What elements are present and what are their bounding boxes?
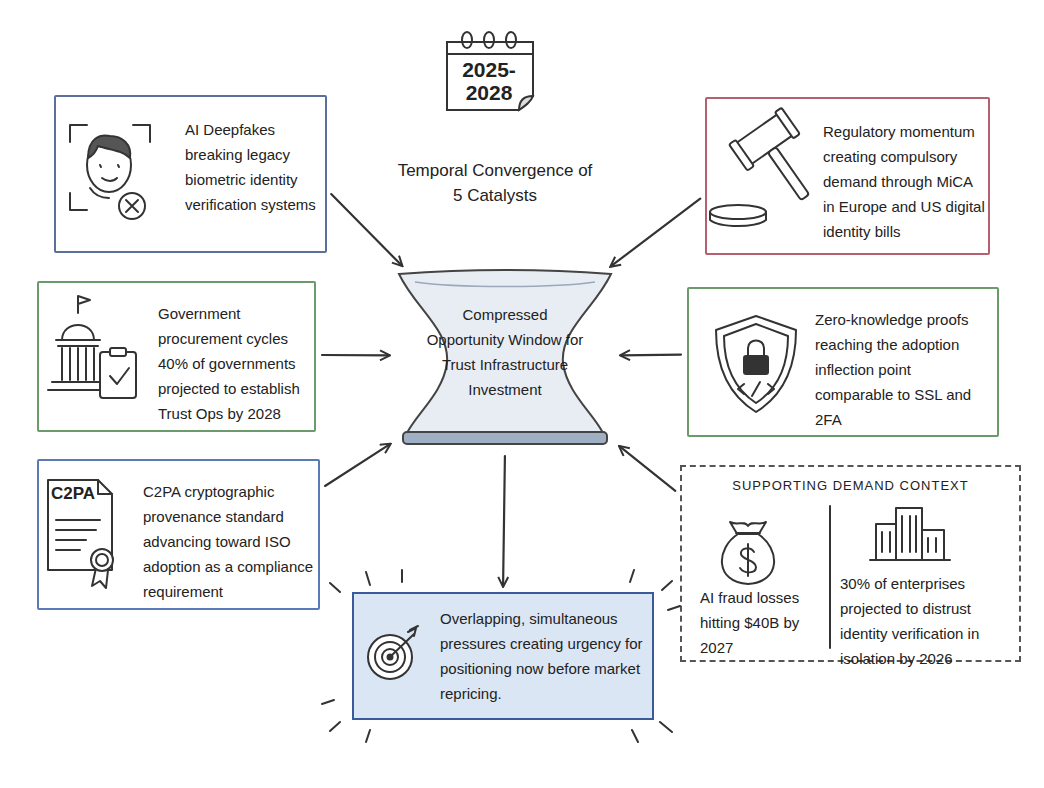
calendar-ring [484, 32, 494, 48]
node-text: Regulatory momentum creating compulsory … [823, 119, 985, 244]
catalyst-box: AI Deepfakes breaking legacy biometric i… [54, 95, 327, 253]
hourglass-base [403, 432, 607, 444]
node-text: Temporal Convergence of 5 Catalysts [395, 158, 595, 208]
hourglass-body [399, 270, 611, 433]
connector-arrow [621, 353, 681, 356]
context-box: SUPPORTING DEMAND CONTEXT AI fraud losses… [680, 465, 1021, 662]
catalyst-box: Regulatory momentum creating compulsory … [705, 97, 990, 255]
calendar-band [447, 53, 533, 55]
hourglass-node: Compressed Opportunity Window for Trust … [395, 268, 615, 450]
hourglass-rim [415, 282, 595, 287]
calendar-ring [506, 32, 516, 48]
node-heading: 2025- 2028 [449, 58, 529, 104]
node-text: Overlapping, simultaneous pressures crea… [440, 606, 646, 706]
connector-arrow [322, 354, 389, 357]
connector-arrow [611, 199, 700, 267]
node-text: 30% of enterprises projected to distrust… [840, 571, 1016, 671]
node-text: Zero-knowledge proofs reaching the adopt… [815, 307, 993, 432]
connector-arrow [325, 444, 390, 486]
node-text: C2PA cryptographic provenance standard a… [143, 479, 315, 604]
connector-arrow [331, 194, 402, 265]
connector-arrow [503, 456, 505, 586]
burst-lines [322, 570, 680, 742]
outcome-box: Overlapping, simultaneous pressures crea… [352, 592, 654, 720]
node-text: Compressed Opportunity Window for Trust … [423, 302, 587, 402]
node-text: AI fraud losses hitting $40B by 2027 [700, 585, 828, 660]
node-text: AI Deepfakes breaking legacy biometric i… [185, 117, 325, 217]
calendar-ring [462, 32, 472, 48]
connector-arrow [620, 446, 676, 490]
catalyst-box: Zero-knowledge proofs reaching the adopt… [687, 287, 999, 437]
calendar-curl [519, 96, 533, 110]
catalyst-box: C2PA cryptographic provenance standard a… [37, 459, 320, 610]
icon-label: C2PA [51, 484, 95, 504]
node-text: Government procurement cycles 40% of gov… [158, 301, 310, 426]
catalyst-box: Government procurement cycles 40% of gov… [37, 281, 316, 432]
node-heading: SUPPORTING DEMAND CONTEXT [692, 477, 1009, 495]
calendar-node: 2025- 2028Temporal Convergence of 5 Cata… [445, 32, 545, 112]
calendar-page [447, 42, 533, 110]
